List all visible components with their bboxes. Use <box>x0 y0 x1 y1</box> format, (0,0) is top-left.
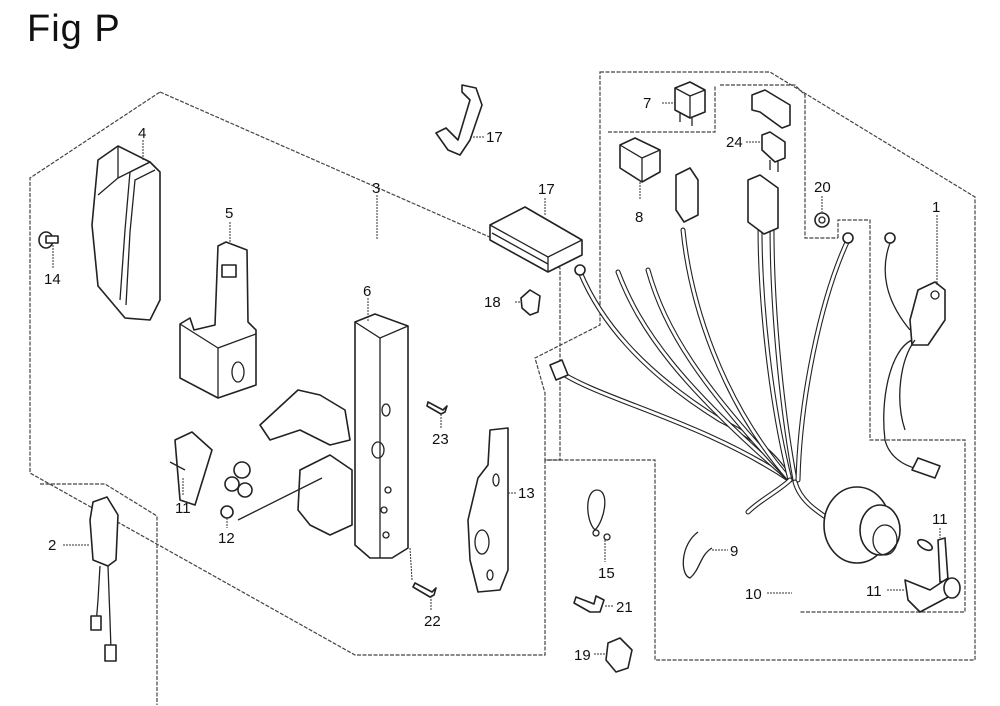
callout-17-lower: 19 <box>574 647 591 664</box>
callout-17-upper: 18 <box>484 294 501 311</box>
part-22-nut[interactable] <box>814 212 830 228</box>
part-10-harness[interactable] <box>549 167 854 523</box>
part-6-panel[interactable] <box>259 313 409 559</box>
group-outline-switch <box>837 219 907 441</box>
callout-2: 2 <box>48 537 56 554</box>
callout-16: 15 <box>598 565 615 582</box>
group-outline-wire-harness <box>534 71 976 661</box>
part-17-clamp-lower[interactable] <box>605 637 633 673</box>
group-outline-control-box <box>29 91 561 656</box>
callout-13: 12 <box>218 530 235 547</box>
part-12-switch[interactable] <box>169 431 213 506</box>
part-20-screw[interactable] <box>412 582 437 598</box>
group-outline-key <box>800 439 966 613</box>
callout-4: 4 <box>138 125 146 142</box>
part-24-fuse[interactable] <box>761 131 786 172</box>
callout-22: 20 <box>814 179 831 196</box>
part-7-relay[interactable] <box>674 81 706 126</box>
callout-15: 14 <box>44 271 61 288</box>
part-11-key-lower[interactable] <box>904 577 961 613</box>
part-15-screw[interactable] <box>38 231 59 249</box>
part-11-key-upper[interactable] <box>916 537 949 583</box>
callout-20: 22 <box>424 613 441 630</box>
callout-11-upper: 11 <box>932 511 948 528</box>
part-21-screw[interactable] <box>426 401 448 415</box>
callout-10: 10 <box>745 586 762 603</box>
part-4-cover[interactable] <box>91 145 161 321</box>
part-8-socket[interactable] <box>619 137 661 183</box>
part-5-bracket[interactable] <box>179 241 257 399</box>
figure-title: Fig P <box>27 8 121 50</box>
group-outline-relay <box>608 85 716 133</box>
callout-1: 1 <box>932 199 940 216</box>
ignition-switch[interactable] <box>823 486 901 564</box>
callout-12: 11 <box>175 500 191 517</box>
callout-21: 23 <box>432 431 449 448</box>
part-9-band[interactable] <box>682 531 713 579</box>
callout-11-lower: 11 <box>866 583 882 600</box>
callout-9: 9 <box>730 543 738 560</box>
part-16-tie[interactable] <box>587 489 611 541</box>
part-18-clip[interactable] <box>435 84 483 156</box>
part-23-bolt[interactable] <box>573 595 605 613</box>
part-2-unit[interactable] <box>89 496 119 662</box>
callout-24: 24 <box>726 134 743 151</box>
callout-19: 17 <box>538 181 555 198</box>
fuse-cover[interactable] <box>751 89 791 129</box>
callout-23: 21 <box>616 599 633 616</box>
callout-5: 5 <box>225 205 233 222</box>
callout-8: 8 <box>635 209 643 226</box>
leader-lines <box>52 102 941 655</box>
callout-14: 13 <box>518 485 535 502</box>
callout-6: 6 <box>363 283 371 300</box>
callout-7: 7 <box>643 95 651 112</box>
callout-labels: 4 14 5 3 6 23 22 13 11 12 2 17 17 18 7 8… <box>44 95 948 664</box>
part-1-switch[interactable] <box>883 232 946 479</box>
callout-3: 3 <box>372 180 380 197</box>
group-outline-fuse <box>720 84 838 239</box>
callout-18: 17 <box>486 129 503 146</box>
part-17-clamp-upper[interactable] <box>520 289 541 316</box>
part-13-connector[interactable] <box>220 461 323 521</box>
part-14-plate[interactable] <box>467 427 509 593</box>
part-19-box[interactable] <box>489 206 583 273</box>
group-outline-ignition-coil <box>40 483 158 705</box>
